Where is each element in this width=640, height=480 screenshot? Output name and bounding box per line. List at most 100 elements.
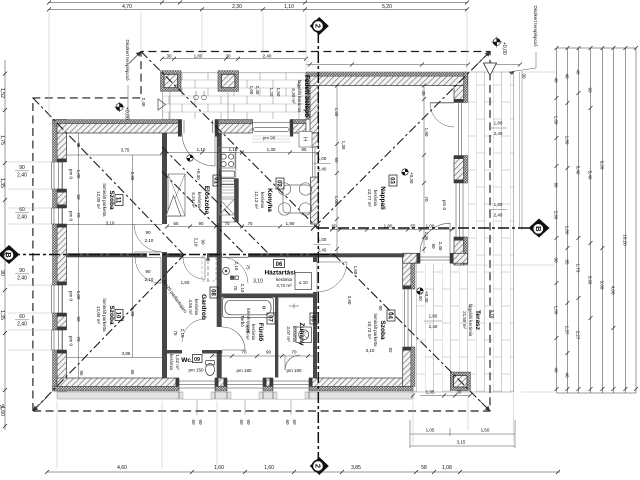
svg-text:55: 55 bbox=[410, 224, 416, 229]
svg-text:2,40: 2,40 bbox=[318, 167, 327, 172]
svg-text:2,40: 2,40 bbox=[17, 322, 27, 328]
svg-text:+0,30: +0,30 bbox=[196, 168, 201, 180]
svg-text:1,90: 1,90 bbox=[424, 128, 429, 137]
svg-text:90: 90 bbox=[431, 243, 436, 249]
svg-text:60: 60 bbox=[198, 419, 203, 425]
svg-text:2,40: 2,40 bbox=[255, 86, 260, 95]
svg-text:1,58: 1,58 bbox=[353, 266, 358, 275]
svg-text:2,40: 2,40 bbox=[263, 54, 272, 59]
svg-text:90: 90 bbox=[145, 269, 151, 274]
svg-text:1,00: 1,00 bbox=[318, 237, 327, 242]
svg-text:B: B bbox=[534, 226, 543, 232]
svg-text:92: 92 bbox=[388, 347, 393, 353]
svg-text:95: 95 bbox=[130, 369, 135, 375]
svg-text:B: B bbox=[4, 252, 13, 258]
svg-text:kerámia: kerámia bbox=[197, 192, 202, 209]
svg-text:3,85: 3,85 bbox=[122, 351, 131, 356]
svg-text:kerámia: kerámia bbox=[373, 190, 378, 207]
svg-text:1,80: 1,80 bbox=[494, 202, 503, 207]
svg-text:1,10: 1,10 bbox=[197, 147, 206, 152]
svg-text:50: 50 bbox=[76, 194, 81, 200]
svg-text:2: 2 bbox=[314, 24, 323, 28]
svg-text:1,80: 1,80 bbox=[565, 226, 570, 235]
svg-text:kerámia: kerámia bbox=[251, 324, 256, 341]
svg-text:1,00: 1,00 bbox=[76, 291, 81, 300]
svg-text:1,10: 1,10 bbox=[284, 4, 294, 10]
svg-text:30: 30 bbox=[522, 73, 527, 79]
svg-text:H: H bbox=[302, 137, 308, 141]
svg-text:1,20: 1,20 bbox=[269, 88, 274, 97]
svg-text:75: 75 bbox=[224, 221, 230, 226]
svg-text:2,40: 2,40 bbox=[494, 213, 503, 218]
svg-text:70: 70 bbox=[291, 350, 297, 355]
svg-text:12,09 m²: 12,09 m² bbox=[96, 191, 101, 209]
svg-text:1,80: 1,80 bbox=[565, 136, 570, 145]
svg-text:laminált parketta: laminált parketta bbox=[102, 183, 107, 217]
svg-text:3,10: 3,10 bbox=[106, 221, 115, 226]
svg-text:Szoba: Szoba bbox=[108, 305, 115, 325]
svg-text:laminált parketta: laminált parketta bbox=[373, 313, 378, 347]
svg-text:11: 11 bbox=[115, 197, 121, 204]
svg-text:75: 75 bbox=[247, 221, 253, 226]
svg-text:1,35: 1,35 bbox=[0, 310, 5, 320]
svg-text:90: 90 bbox=[0, 270, 5, 276]
svg-text:90: 90 bbox=[554, 257, 559, 263]
svg-text:Turbó: Turbó bbox=[240, 315, 245, 327]
svg-text:1,60: 1,60 bbox=[214, 465, 224, 471]
svg-text:40: 40 bbox=[576, 69, 581, 75]
svg-text:08: 08 bbox=[210, 289, 216, 296]
svg-text:3,07 m²: 3,07 m² bbox=[286, 326, 291, 342]
svg-text:kerámia: kerámia bbox=[276, 277, 293, 282]
svg-text:2,40: 2,40 bbox=[438, 242, 443, 251]
svg-text:1,30: 1,30 bbox=[341, 141, 346, 150]
svg-text:1,60: 1,60 bbox=[0, 406, 5, 416]
svg-text:60: 60 bbox=[239, 419, 244, 425]
svg-text:1,00: 1,00 bbox=[76, 170, 81, 179]
svg-text:40: 40 bbox=[565, 73, 570, 79]
svg-text:1,00: 1,00 bbox=[318, 156, 327, 161]
svg-text:90: 90 bbox=[217, 350, 223, 355]
svg-text:58: 58 bbox=[421, 465, 427, 471]
svg-text:3,72 m²: 3,72 m² bbox=[276, 283, 292, 288]
svg-text:pm 180: pm 180 bbox=[286, 368, 302, 373]
svg-text:2,40: 2,40 bbox=[17, 173, 27, 179]
svg-text:03: 03 bbox=[389, 177, 395, 184]
svg-text:1,08: 1,08 bbox=[442, 465, 452, 471]
svg-text:95: 95 bbox=[79, 370, 84, 376]
svg-text:1,90: 1,90 bbox=[286, 221, 295, 226]
svg-text:80: 80 bbox=[554, 182, 559, 188]
svg-text:50: 50 bbox=[76, 316, 81, 322]
svg-text:06: 06 bbox=[276, 262, 283, 268]
svg-text:90: 90 bbox=[19, 165, 25, 171]
svg-text:2,40: 2,40 bbox=[494, 131, 503, 136]
svg-text:pm 0: pm 0 bbox=[442, 200, 447, 211]
svg-text:kerámia: kerámia bbox=[260, 192, 265, 209]
svg-text:Szoba: Szoba bbox=[108, 190, 115, 210]
svg-text:+0,30: +0,30 bbox=[424, 291, 429, 303]
svg-text:3,75: 3,75 bbox=[121, 148, 130, 153]
svg-text:30: 30 bbox=[225, 54, 231, 59]
svg-text:85: 85 bbox=[565, 259, 570, 265]
svg-text:pm 180: pm 180 bbox=[236, 368, 252, 373]
svg-text:4,00: 4,00 bbox=[610, 286, 615, 295]
svg-text:Díszkert tereplépcső: Díszkert tereplépcső bbox=[533, 5, 538, 47]
svg-text:+0,00: +0,00 bbox=[124, 107, 130, 120]
svg-text:3,60: 3,60 bbox=[599, 281, 604, 290]
svg-text:4,60: 4,60 bbox=[117, 465, 127, 471]
svg-text:2: 2 bbox=[314, 464, 323, 468]
svg-text:2,10: 2,10 bbox=[180, 329, 185, 338]
svg-text:Háztartási: Háztartási bbox=[264, 270, 295, 277]
svg-text:01: 01 bbox=[213, 177, 219, 184]
svg-text:2,40: 2,40 bbox=[318, 248, 327, 253]
svg-text:3,90: 3,90 bbox=[588, 276, 593, 285]
svg-text:1,80: 1,80 bbox=[554, 116, 559, 125]
svg-text:pm 150: pm 150 bbox=[188, 368, 204, 373]
svg-text:30: 30 bbox=[456, 390, 462, 395]
svg-text:fagyálló kerámia: fagyálló kerámia bbox=[297, 80, 302, 113]
svg-text:2,40: 2,40 bbox=[141, 98, 146, 107]
svg-text:pm 0: pm 0 bbox=[69, 291, 74, 302]
svg-text:1,80: 1,80 bbox=[194, 54, 203, 59]
svg-text:Zuhany: Zuhany bbox=[298, 322, 305, 345]
svg-text:+0,00: +0,00 bbox=[501, 42, 507, 55]
svg-text:2,10: 2,10 bbox=[234, 262, 239, 271]
